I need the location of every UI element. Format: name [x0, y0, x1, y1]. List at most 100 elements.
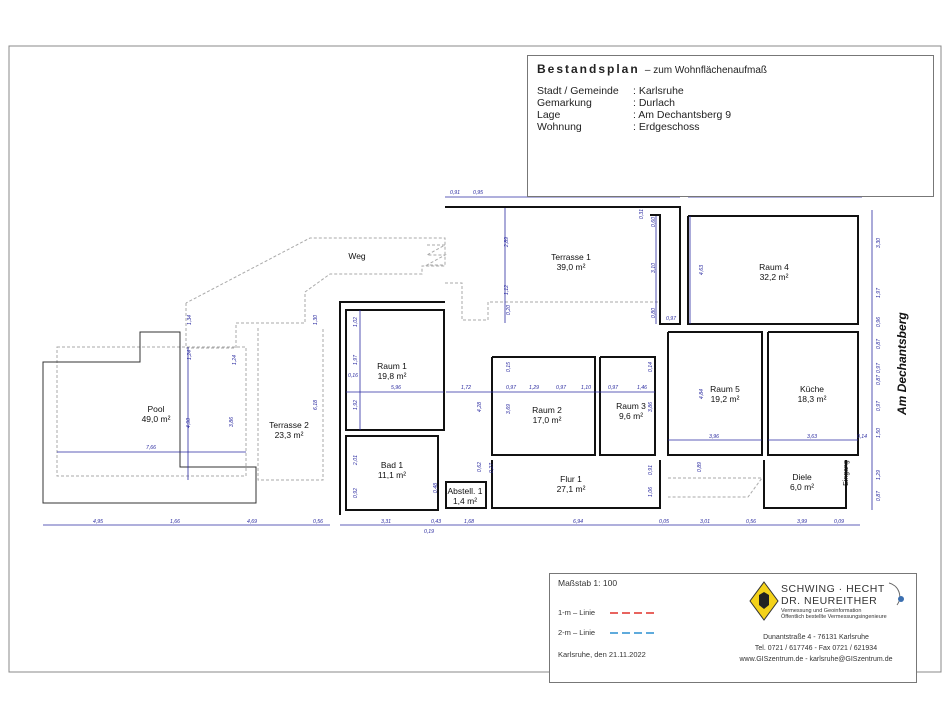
dim-inner-41: 4,84: [699, 389, 705, 399]
dim-inner-43: 3,63: [807, 434, 817, 440]
dim-bottom-4: 3,31: [381, 519, 391, 525]
dim-inner-29: 0,97: [608, 385, 619, 391]
company-address: Dunantstraße 4 - 76131 Karlsruhe: [763, 634, 869, 641]
kueche-wall: [767, 331, 859, 456]
dim-inner-33: 0,91: [648, 465, 654, 475]
dim-inner-7: 1,30: [313, 315, 319, 325]
dim-inner-13: 2,01: [353, 455, 359, 466]
dim-bottom-1: 1,66: [170, 519, 180, 525]
terrasse1-wall: [445, 206, 681, 325]
walls: [42, 206, 859, 515]
dim-bottom-9: 3,01: [700, 519, 710, 525]
dim-inner-31: 0,14: [648, 362, 654, 372]
room-name-6: Raum 2: [532, 405, 562, 415]
room-area-3: 39,0 m²: [557, 262, 586, 272]
room-area-1: 23,3 m²: [275, 430, 304, 440]
dim-top-0: 0,91: [450, 190, 460, 196]
line2-label: 2-m – Linie: [558, 628, 596, 637]
raum4-wall: [687, 215, 859, 325]
row-label-city: Stadt / Gemeinde: [537, 85, 619, 97]
dim-inner-25: 0,97: [556, 385, 567, 391]
pool-inner: [56, 346, 247, 477]
dim-inner-6: 6,18: [313, 400, 319, 410]
dim-inner-18: 0,62: [477, 462, 483, 472]
raum5-wall: [667, 331, 763, 456]
room-name-3: Terrasse 1: [551, 252, 591, 262]
compass-icon: [888, 582, 904, 606]
terrasse1-edge: [445, 282, 660, 321]
room-area-13: 6,0 m²: [790, 482, 814, 492]
company-name-1: SCHWING · HECHT: [781, 583, 885, 595]
dim-inner-40: 4,63: [699, 265, 705, 275]
dim-inner-44: 0,14: [857, 434, 867, 440]
weg-outline: [185, 237, 446, 349]
abstell-wall: [445, 481, 487, 509]
diele-wall: [763, 460, 847, 509]
street-name: Am Dechantsberg: [895, 312, 909, 416]
page-frame: [8, 45, 942, 673]
room-area-10: 11,1 m²: [378, 470, 406, 480]
row-value-unit: : Erdgeschoss: [633, 121, 700, 133]
dim-bottom-10: 0,56: [746, 519, 756, 525]
seal-icon: [749, 581, 779, 621]
company-phone: Tel. 0721 / 617746 - Fax 0721 / 621934: [754, 645, 878, 652]
room-area-7: 9,6 m²: [619, 411, 643, 421]
room-name-5: Raum 1: [377, 361, 407, 371]
dim-inner-3: 4,90: [186, 418, 192, 428]
overall-dimension-lines: [43, 196, 873, 526]
dim-inner-35: 0,31: [639, 209, 645, 219]
dim-bottom-13: 0,19: [424, 529, 434, 535]
room-area-11: 1,4 m²: [453, 496, 477, 506]
flur-wall: [491, 460, 661, 509]
dim-bottom-0: 4,95: [93, 519, 103, 525]
dim-right-2: 0,96: [876, 317, 882, 327]
dim-right-5: 0,97: [876, 400, 882, 411]
dim-inner-16: 1,72: [461, 385, 471, 391]
dim-inner-24: 1,29: [529, 385, 539, 391]
room-name-13: Diele: [792, 472, 812, 482]
dim-inner-1: 1,24: [187, 350, 193, 360]
dim-inner-17: 4,28: [477, 402, 483, 412]
company-tagline-2: Öffentlich bestellte Vermessungsingenieu…: [781, 614, 887, 620]
dim-bottom-6: 1,68: [464, 519, 474, 525]
dim-bottom-3: 0,56: [313, 519, 323, 525]
raum1-wall: [345, 309, 445, 431]
dimension-lines: [57, 208, 858, 480]
dim-right-7: 1,50: [876, 428, 882, 438]
dim-inner-15: 0,48: [433, 483, 439, 493]
dim-right-8: 1,29: [876, 470, 882, 480]
dim-inner-23: 0,97: [506, 385, 517, 391]
dim-inner-26: 1,10: [581, 385, 591, 391]
dim-bottom-8: 0,05: [659, 519, 669, 525]
dim-inner-45: 0,89: [697, 462, 703, 472]
dim-inner-9: 1,97: [353, 354, 359, 365]
plan-title: Bestandsplan – zum Wohnflächenaufmaß: [537, 62, 767, 76]
raum2-wall: [491, 356, 596, 456]
company-web: www.GISzentrum.de - karlsruhe@GISzentrum…: [739, 656, 893, 663]
room-name-9: Küche: [800, 384, 824, 394]
title-block: Bestandsplan – zum Wohnflächenaufmaß Sta…: [527, 55, 934, 197]
room-name-0: Pool: [147, 404, 164, 414]
legend-block: Maßstab 1: 100 1-m – Linie 2-m – Linie K…: [549, 573, 917, 683]
line1-label: 1-m – Linie: [558, 608, 596, 617]
dim-inner-39: 0,97: [666, 316, 677, 322]
dim-inner-2: 1,24: [232, 355, 238, 365]
outdoor-outlines: [56, 237, 763, 498]
room-area-5: 19,8 m²: [378, 371, 407, 381]
date-text: Karlsruhe, den 21.11.2022: [558, 650, 646, 659]
scale-text: Maßstab 1: 100: [558, 578, 618, 588]
company-logo: SCHWING · HECHT DR. NEUREITHER Vermessun…: [749, 579, 906, 624]
dim-right-4: 0,97: [876, 362, 882, 373]
room-area-9: 18,3 m²: [798, 394, 827, 404]
company-name-2: DR. NEUREITHER: [781, 595, 878, 607]
line2-swatch: [610, 632, 655, 634]
dim-inner-22: 0,20: [506, 305, 512, 315]
dim-right-9: 0,87: [876, 490, 882, 501]
row-value-district: : Durlach: [633, 97, 676, 109]
room-name-12: Flur 1: [560, 474, 582, 484]
room-name-7: Raum 3: [616, 401, 646, 411]
room-area-8: 19,2 m²: [711, 394, 740, 404]
